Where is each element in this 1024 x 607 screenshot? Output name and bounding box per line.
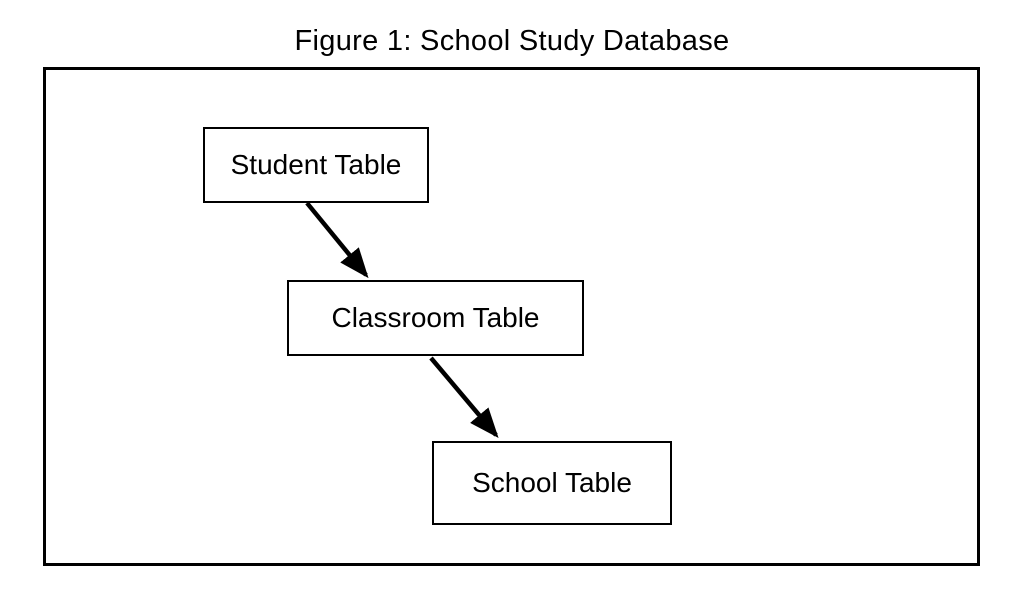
node-classroom-table-label: Classroom Table <box>331 302 540 333</box>
node-classroom-table: Classroom Table <box>287 280 584 356</box>
figure-title: Figure 1: School Study Database <box>294 25 730 57</box>
node-school-table-label: School Table <box>472 467 632 498</box>
node-student-table: Student Table <box>203 127 429 203</box>
node-school-table: School Table <box>432 441 672 525</box>
node-student-table-label: Student Table <box>230 149 402 180</box>
